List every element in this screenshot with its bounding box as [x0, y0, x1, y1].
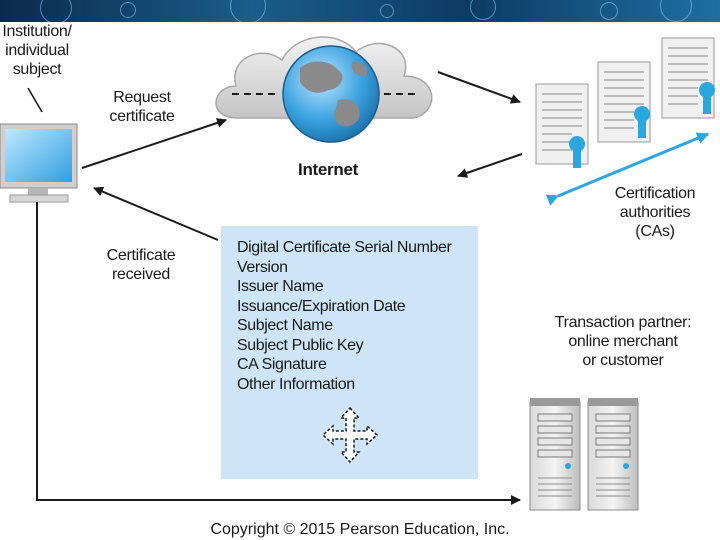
certificate-field: Issuance/Expiration Date — [237, 297, 406, 315]
four-way-arrow-icon — [321, 406, 379, 464]
subject-label-line: individual — [5, 42, 69, 59]
certificate-field: Subject Name — [237, 317, 333, 334]
certificate-received-arrow — [93, 186, 219, 241]
internet-cloud-globe-icon — [215, 36, 433, 143]
ca-label-line: (CAs) — [635, 223, 675, 240]
certificate-field-list: Digital Certificate Serial Number Versio… — [237, 238, 452, 394]
received-label-line: received — [111, 266, 171, 283]
partner-label: Transaction partner: online merchant or … — [546, 313, 700, 370]
subject-label-line: subject — [12, 61, 62, 78]
certificate-field: CA Signature — [237, 356, 327, 373]
certificate-field: Other Information — [237, 375, 355, 393]
certificate-field: Version — [237, 258, 288, 276]
subject-to-partner-arrow — [36, 202, 521, 505]
internet-label: Internet — [298, 160, 358, 179]
partner-label-line: online merchant — [568, 333, 678, 350]
certificate-field: Issuer Name — [237, 278, 324, 295]
partner-label-line: Transaction partner: — [554, 314, 692, 331]
received-label-line: Certificate — [106, 247, 176, 264]
certificate-contents-box: Digital Certificate Serial Number Versio… — [221, 226, 478, 479]
partner-label-line: or customer — [582, 352, 664, 369]
subject-label: Institution/ individual subject — [0, 22, 74, 79]
subject-label-line: Institution/ — [2, 23, 72, 40]
server-tower-icon — [529, 398, 639, 511]
request-label-line: Request — [113, 89, 171, 106]
received-label: Certificate received — [98, 246, 184, 284]
request-label-line: certificate — [109, 108, 175, 125]
ca-label: Certification authorities (CAs) — [600, 184, 710, 241]
request-label: Request certificate — [100, 88, 184, 126]
certificate-field: Digital Certificate Serial Number — [237, 239, 452, 256]
ca-label-line: authorities — [619, 204, 691, 221]
copyright-notice: Copyright © 2015 Pearson Education, Inc. — [210, 521, 510, 538]
request-arrow — [81, 118, 227, 169]
subject-pointer — [27, 87, 43, 113]
ca-exchange-arrow — [545, 132, 710, 206]
certificate-document-icon — [535, 37, 715, 168]
desktop-computer-icon — [0, 123, 78, 203]
internet-to-ca-arrow — [437, 71, 521, 104]
ca-label-line: Certification — [614, 185, 696, 202]
ca-to-internet-arrow — [457, 153, 523, 178]
certificate-field: Subject Public Key — [237, 336, 364, 354]
header-banner — [0, 0, 720, 22]
